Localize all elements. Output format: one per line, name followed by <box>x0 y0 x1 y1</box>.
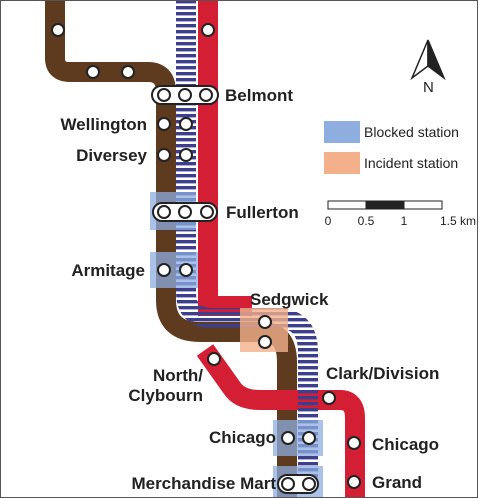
station-dot <box>201 23 215 37</box>
station-dot-diversey <box>157 148 171 162</box>
station-dot-fullerton <box>157 205 171 219</box>
legend-blocked-label: Blocked station <box>364 124 459 140</box>
station-dot-chicago-brown <box>281 431 295 445</box>
label-fullerton: Fullerton <box>226 203 299 222</box>
station-dot-wellington <box>157 117 171 131</box>
station-dot-north-clybourn <box>207 352 221 366</box>
legend-blocked-swatch <box>324 121 360 143</box>
station-dot-grand <box>347 475 361 489</box>
station-dot-belmont <box>178 88 192 102</box>
station-dot-merchandise-mart <box>302 477 316 491</box>
station-dot-diversey <box>179 148 193 162</box>
station-dot-chicago-red <box>347 436 361 450</box>
label-north-clybourn-2: Clybourn <box>128 386 203 405</box>
station-dot-sedgwick <box>258 335 272 349</box>
station-dot-armitage <box>157 263 171 277</box>
station-dot-fullerton <box>178 205 192 219</box>
station-dot-clark-division <box>322 391 336 405</box>
label-chicago-brown: Chicago <box>209 428 276 447</box>
station-dot-fullerton <box>200 205 214 219</box>
label-north-clybourn-1: North/ <box>153 366 203 385</box>
scale-tick-1: 0.5 <box>358 214 375 228</box>
north-arrow-icon <box>410 39 446 81</box>
label-clark-division: Clark/Division <box>326 364 439 383</box>
label-merchandise-mart: Merchandise Mart <box>131 474 276 493</box>
station-dot-wellington <box>179 117 193 131</box>
red-line <box>198 0 252 316</box>
label-belmont: Belmont <box>225 86 293 105</box>
station-dot-chicago-brown <box>302 431 316 445</box>
scale-tick-2: 1 <box>401 214 408 228</box>
station-dots <box>51 23 361 491</box>
station-dot-belmont <box>199 88 213 102</box>
station-dot <box>121 65 135 79</box>
label-armitage: Armitage <box>71 261 145 280</box>
station-dot-sedgwick <box>258 315 272 329</box>
label-diversey: Diversey <box>76 146 147 165</box>
scale-tick-0: 0 <box>325 214 332 228</box>
label-grand: Grand <box>372 473 422 492</box>
label-wellington: Wellington <box>60 115 147 134</box>
station-dot <box>51 23 65 37</box>
scale-tick-3: 1.5 km <box>440 214 476 228</box>
station-dot-belmont <box>157 88 171 102</box>
scale-bar <box>327 200 443 210</box>
label-sedgwick: Sedgwick <box>250 290 329 309</box>
station-dot-armitage <box>179 263 193 277</box>
legend-incident-label: Incident station <box>364 155 458 171</box>
label-chicago-red: Chicago <box>372 435 439 454</box>
station-dot-merchandise-mart <box>281 477 295 491</box>
north-label: N <box>423 79 434 96</box>
station-dot <box>86 65 100 79</box>
legend-incident-swatch <box>324 152 360 174</box>
